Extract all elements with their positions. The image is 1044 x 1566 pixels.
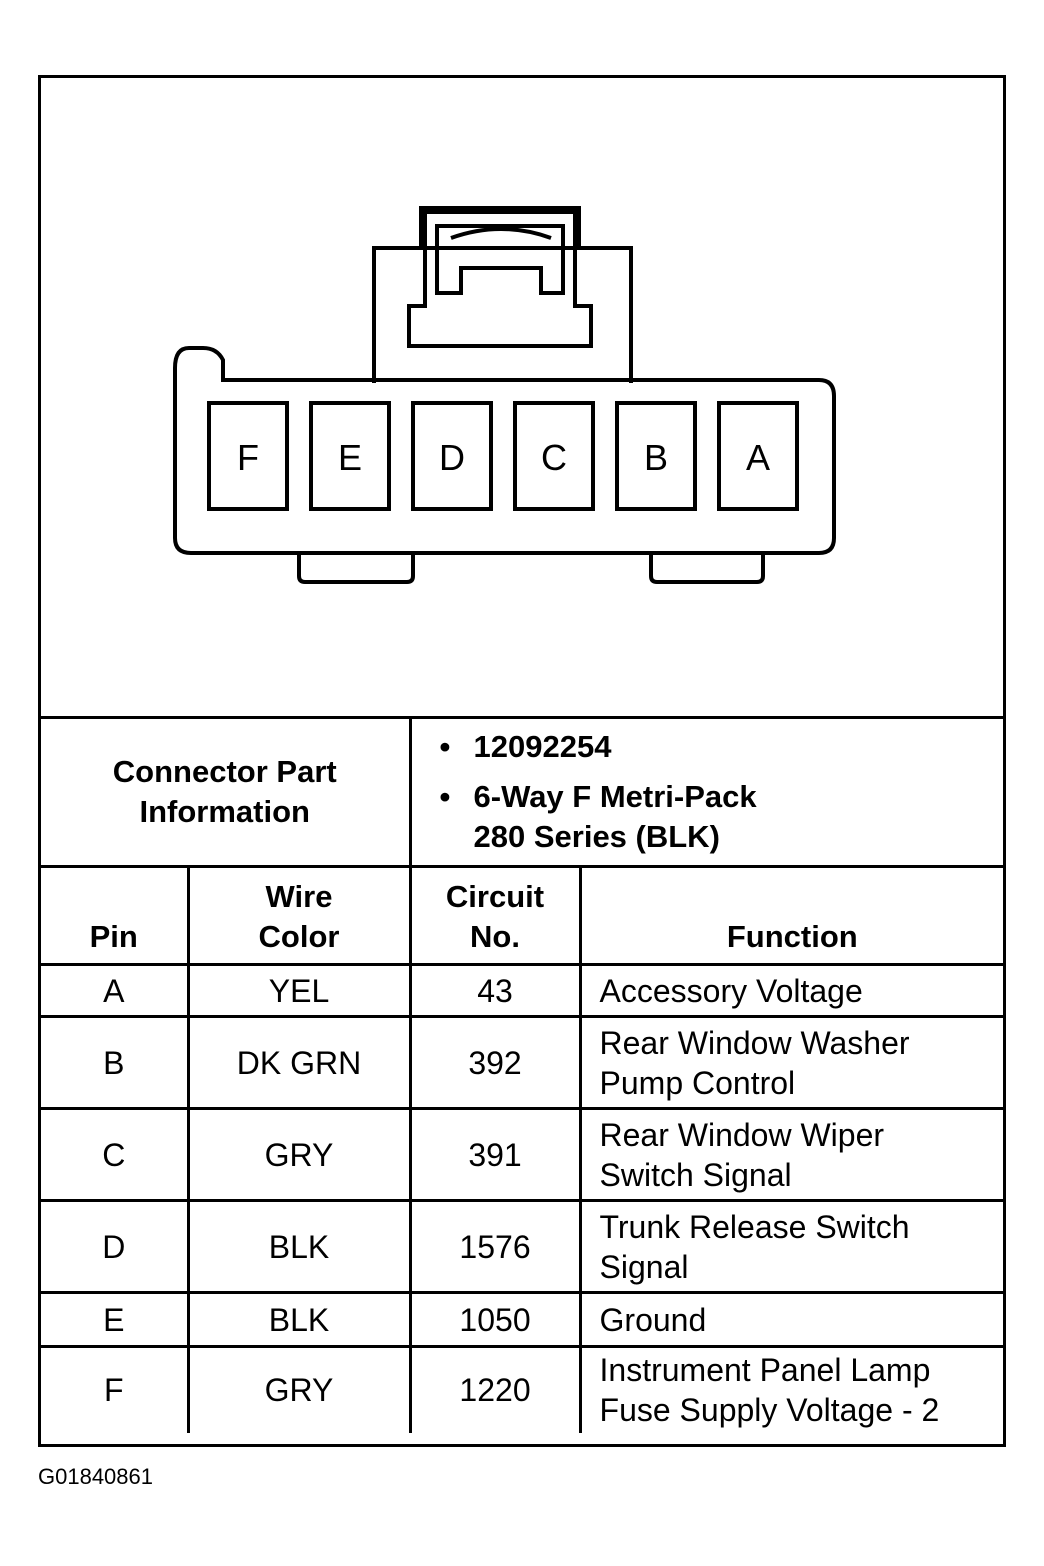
pin-cell: A: [41, 963, 190, 1018]
connector-series: 280 Series (BLK): [473, 819, 720, 854]
circuit-cell: 1576: [408, 1199, 582, 1294]
pin-cell: F: [41, 1345, 190, 1433]
part-info-label-line2: Information: [139, 794, 311, 829]
wire-color-cell: GRY: [186, 1107, 412, 1202]
cavity-label-d: D: [439, 437, 465, 478]
wire-color-cell: BLK: [186, 1199, 412, 1294]
pin-cell: D: [41, 1199, 190, 1294]
function-line1: Rear Window Washer: [599, 1024, 910, 1061]
header-pin: Pin: [41, 865, 190, 966]
cavity-label-c: C: [541, 437, 567, 478]
connector-foot-left: [297, 553, 415, 584]
header-function: Function: [578, 865, 1004, 966]
wire-color-cell: GRY: [186, 1345, 412, 1433]
function-cell: Ground: [578, 1291, 1004, 1348]
cavity-label-e: E: [338, 437, 362, 478]
header-circuit-no: Circuit No.: [408, 865, 582, 966]
cavity-b: [615, 401, 697, 511]
cavity-e: [309, 401, 391, 511]
wire-color-cell: BLK: [186, 1291, 412, 1348]
function-line1: Trunk Release Switch: [599, 1208, 910, 1245]
cavity-d: [411, 401, 493, 511]
cavity-f: [207, 401, 289, 511]
function-line1: Rear Window Wiper: [599, 1116, 885, 1153]
pin-cell: C: [41, 1107, 190, 1202]
circuit-cell: 1050: [408, 1291, 582, 1348]
part-info-values-cell: •12092254 •6-Way F Metri-Pack 280 Series…: [408, 716, 1004, 868]
function-line1: Accessory Voltage: [599, 972, 863, 1009]
circuit-cell: 391: [408, 1107, 582, 1202]
cavity-label-f: F: [237, 437, 259, 478]
circuit-cell: 1220: [408, 1345, 582, 1433]
wire-color-cell: DK GRN: [186, 1015, 412, 1110]
pin-cell: B: [41, 1015, 190, 1110]
connector-type: •6-Way F Metri-Pack: [439, 779, 757, 814]
function-line2: Fuse Supply Voltage - 2: [599, 1392, 940, 1429]
connector-body: [173, 346, 836, 555]
circuit-cell: 392: [408, 1015, 582, 1110]
cavity-c: [513, 401, 595, 511]
part-info-label-line1: Connector Part: [112, 754, 337, 789]
circuit-cell: 43: [408, 963, 582, 1018]
connector-latch-arm: [407, 210, 593, 348]
cavity-label-a: A: [746, 437, 770, 478]
function-line2: Switch Signal: [599, 1156, 792, 1193]
part-info-label-cell: Connector Part Information: [41, 716, 412, 868]
figure-id: G01840861: [38, 1464, 153, 1489]
cavity-label-b: B: [644, 437, 668, 478]
wire-color-cell: YEL: [186, 963, 412, 1018]
function-cell: Accessory Voltage: [578, 963, 1004, 1018]
function-line2: Pump Control: [599, 1064, 796, 1101]
connector-foot-right: [649, 553, 765, 584]
function-line1: Ground: [599, 1301, 707, 1338]
pin-cell: E: [41, 1291, 190, 1348]
function-line2: Signal: [599, 1248, 689, 1285]
function-line1: Instrument Panel Lamp: [599, 1352, 931, 1389]
part-number: •12092254: [439, 729, 612, 764]
cavity-a: [717, 401, 799, 511]
header-wire-color: Wire Color: [186, 865, 412, 966]
connector-info-table: Connector Part Information •12092254 •6-…: [41, 716, 1004, 1433]
connector-latch: [419, 206, 581, 250]
